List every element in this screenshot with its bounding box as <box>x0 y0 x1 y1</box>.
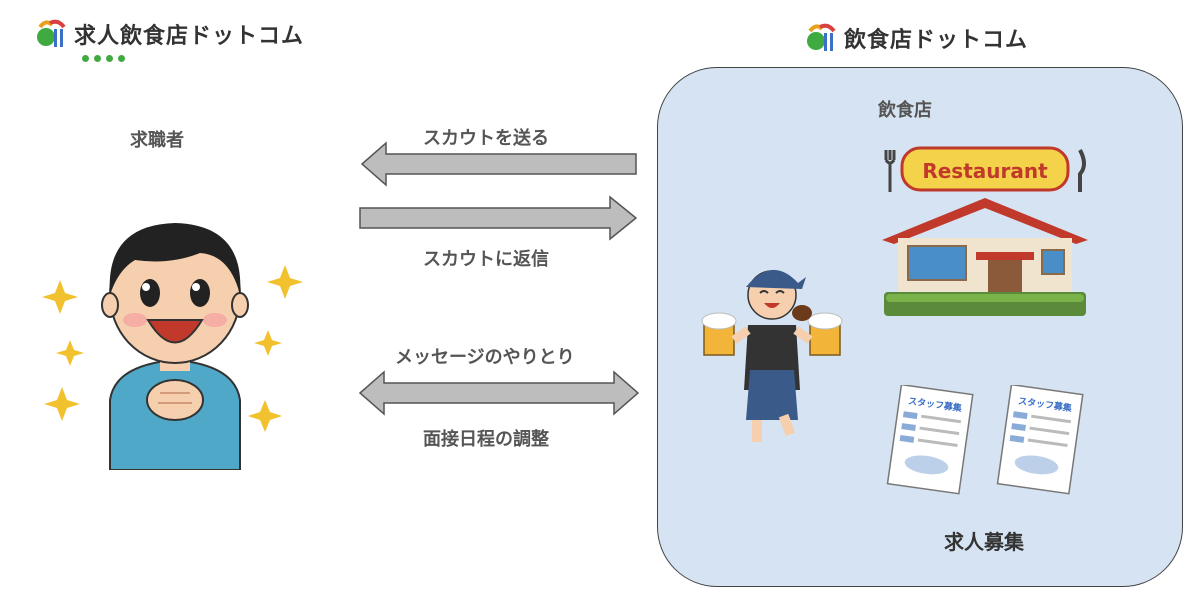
scout-reply-arrow <box>359 195 638 241</box>
job-seeker-label: 求職者 <box>130 130 184 151</box>
recruit-flyers-illustration: スタッフ募集 スタッフ募集 <box>886 385 1084 495</box>
interview-label: 面接日程の調整 <box>423 429 549 450</box>
restaurant-building-illustration: Restaurant <box>882 146 1088 316</box>
right-logo-text: 飲食店ドットコム <box>844 28 1029 53</box>
sparkle-icon <box>42 265 303 432</box>
scout-send-label: スカウトを送る <box>423 128 549 149</box>
left-logo-text: 求人飲食店ドットコム <box>74 24 305 49</box>
scout-reply-label: スカウトに返信 <box>423 249 549 270</box>
restaurant-sign-text: Restaurant <box>922 159 1048 183</box>
messages-label: メッセージのやりとり <box>395 347 575 368</box>
scout-send-arrow <box>360 141 637 187</box>
right-logo: 飲食店ドットコム <box>806 22 1028 54</box>
left-logo: 求人飲食店ドットコム <box>36 18 304 50</box>
logo-dots <box>82 47 130 66</box>
recruit-label: 求人募集 <box>944 530 1024 554</box>
messages-double-arrow <box>358 370 640 416</box>
brand-mark-icon <box>807 23 836 51</box>
brand-mark-icon <box>37 19 66 47</box>
restaurant-label: 飲食店 <box>878 100 932 121</box>
job-seeker-illustration <box>42 223 303 470</box>
waitress-illustration <box>701 269 843 442</box>
